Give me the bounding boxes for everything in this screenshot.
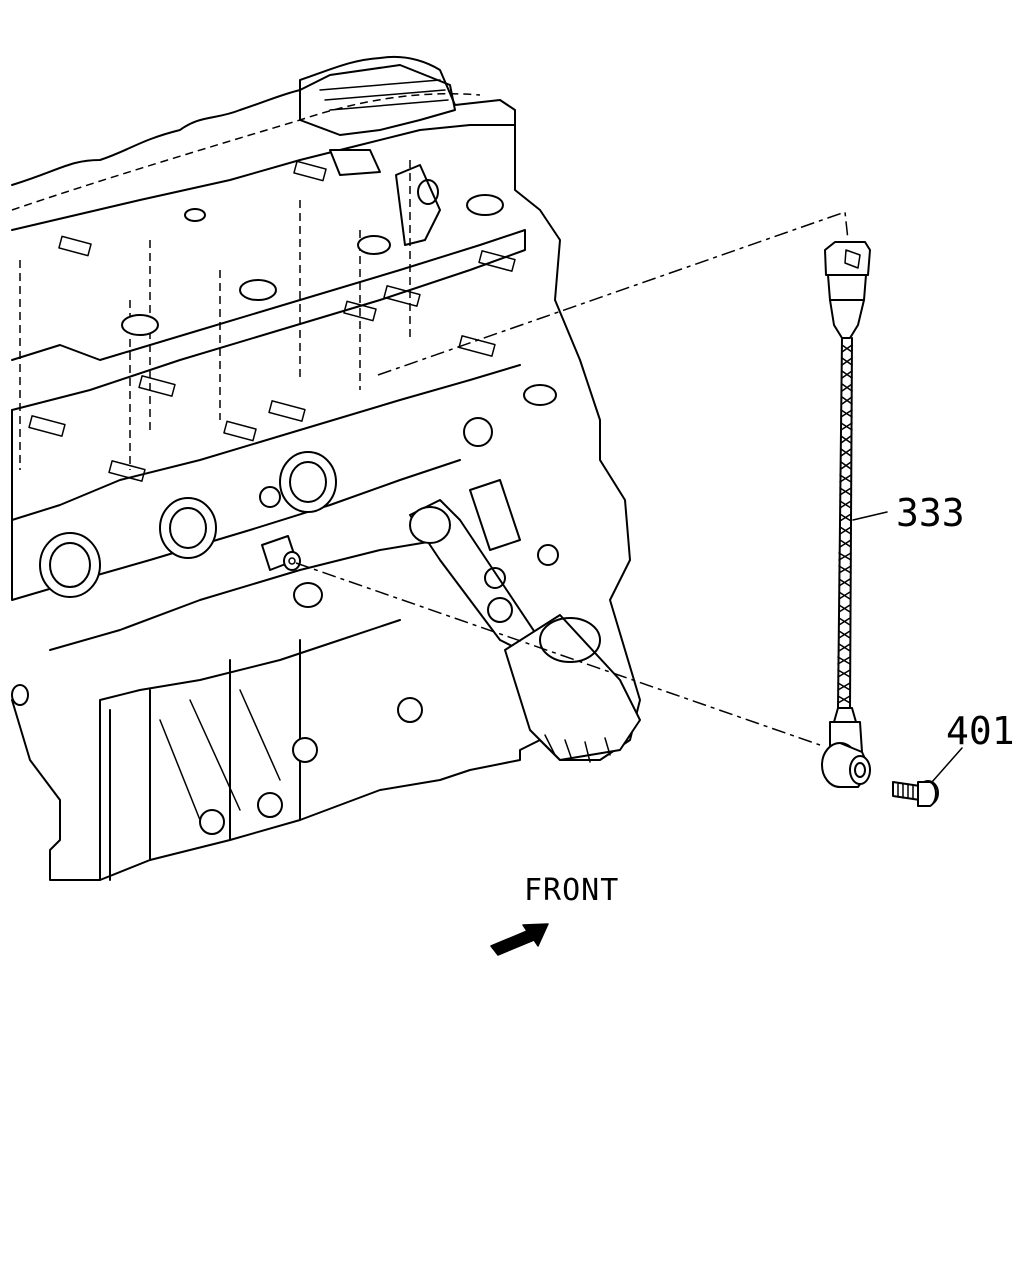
callout-333: 333 bbox=[852, 491, 965, 535]
engine-block bbox=[11, 55, 641, 881]
front-arrow-icon bbox=[490, 923, 549, 956]
sensor-mount-boss bbox=[261, 535, 301, 571]
knock-sensor[interactable] bbox=[821, 241, 871, 788]
assembly-leader-lines bbox=[295, 210, 849, 746]
mounting-bolt[interactable] bbox=[892, 780, 939, 807]
front-label: FRONT bbox=[524, 873, 619, 908]
front-indicator: FRONT bbox=[490, 873, 619, 956]
callout-401: 401 bbox=[931, 709, 1015, 783]
sensor-cable bbox=[837, 337, 853, 709]
callout-333-label: 333 bbox=[896, 491, 965, 535]
oil-filter bbox=[504, 614, 641, 763]
callout-401-label: 401 bbox=[946, 709, 1015, 753]
